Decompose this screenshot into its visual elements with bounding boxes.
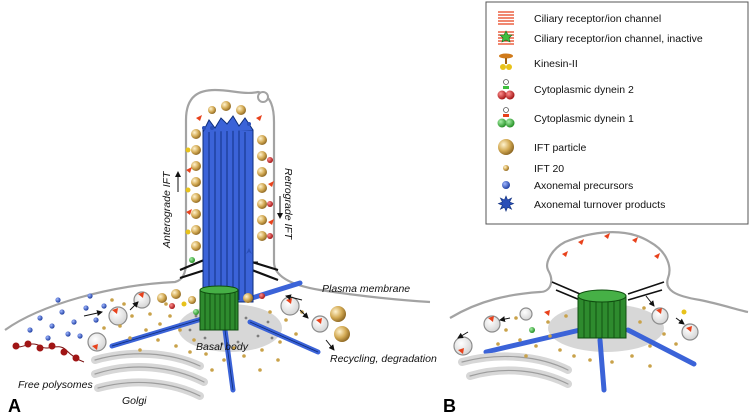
axoneme-a xyxy=(202,115,254,303)
tip-vesicle xyxy=(257,91,269,103)
label-basal-body: Basal body xyxy=(196,341,249,353)
dynein2-icon xyxy=(497,79,515,100)
plasma-membrane-b xyxy=(449,231,749,319)
ift-trains-anterograde xyxy=(191,101,246,251)
turnover-icon xyxy=(497,195,515,213)
panel-b: B xyxy=(443,231,749,416)
legend-label-4: Cytoplasmic dynein 2 xyxy=(534,84,634,96)
legend-label-9: Axonemal turnover products xyxy=(534,199,665,211)
legend-label-8: Axonemal precursors xyxy=(534,180,633,192)
vesicles-a xyxy=(87,291,329,352)
inactive-receptor-icon xyxy=(498,30,514,45)
legend-label-3: Kinesin-II xyxy=(534,58,578,70)
legend-label-7: IFT 20 xyxy=(534,163,564,175)
kinesin-icon xyxy=(499,53,513,70)
legend-label-2: Ciliary receptor/ion channel, inactive xyxy=(534,33,703,45)
label-plasma-membrane: Plasma membrane xyxy=(322,283,410,295)
basal-body-a xyxy=(199,285,239,331)
basal-body-b xyxy=(577,289,627,339)
ift20-icon xyxy=(503,165,509,171)
receptor-icon xyxy=(498,11,514,25)
motors-on-axoneme xyxy=(185,115,274,263)
label-retrograde: Retrograde IFT xyxy=(282,168,294,241)
label-free-polysomes: Free polysomes xyxy=(18,379,93,391)
free-polysomes xyxy=(12,340,85,363)
ift-pool-base-a xyxy=(157,289,265,315)
plasma-membrane-a xyxy=(4,88,431,331)
precursor-icon xyxy=(502,181,510,189)
panel-label-a: A xyxy=(8,396,21,416)
axonemal-precursors-a xyxy=(27,293,107,341)
label-golgi: Golgi xyxy=(122,395,147,407)
ift-trains-retrograde xyxy=(257,135,267,241)
label-anterograde: Anterograde IFT xyxy=(161,170,173,249)
dynein1-icon xyxy=(497,107,515,128)
ift20-particles-a xyxy=(102,298,304,372)
panel-a: Anterograde IFT Retrograde IFT Plasma me… xyxy=(4,88,437,416)
golgi-a xyxy=(91,349,208,400)
legend-label-6: IFT particle xyxy=(534,142,586,154)
legend: Ciliary receptor/ion channel Ciliary rec… xyxy=(485,1,749,225)
panel-label-b: B xyxy=(443,396,456,416)
ift-particle-icon xyxy=(498,139,514,155)
legend-label-5: Cytoplasmic dynein 1 xyxy=(534,113,634,125)
label-recycling: Recycling, degradation xyxy=(330,353,437,365)
legend-label-1: Ciliary receptor/ion channel xyxy=(534,13,661,25)
flow-arrows-a xyxy=(83,171,335,351)
